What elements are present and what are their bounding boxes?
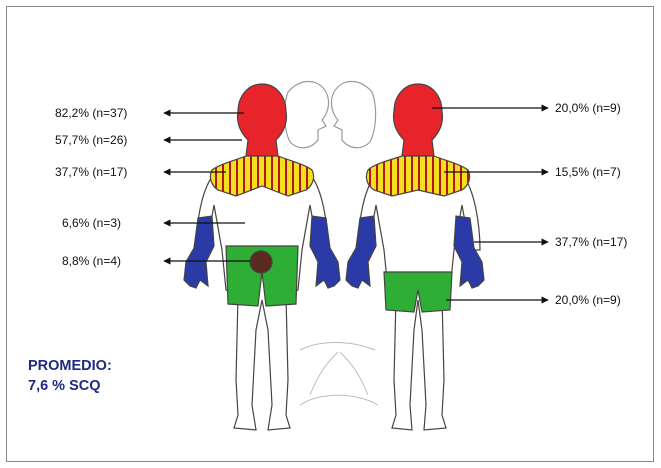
label-genital-front: 8,8% (n=4) <box>62 254 121 268</box>
back-right-hand-burn <box>454 216 484 288</box>
front-genital-burn <box>250 251 272 273</box>
front-left-hand-burn <box>184 216 214 288</box>
label-shoulders-front: 37,7% (n=17) <box>55 165 127 179</box>
label-head-back: 20,0% (n=9) <box>555 101 621 115</box>
front-right-hand-burn <box>310 216 340 288</box>
average-title: PROMEDIO: <box>28 358 112 374</box>
label-face-front: 57,7% (n=26) <box>55 133 127 147</box>
label-thighs-back: 20,0% (n=9) <box>555 293 621 307</box>
back-head-burn <box>393 84 442 156</box>
label-hands-back: 37,7% (n=17) <box>555 235 627 249</box>
back-left-hand-burn <box>346 216 376 288</box>
lower-sketch <box>300 343 378 406</box>
front-head-burn <box>237 84 286 156</box>
label-shoulders-back: 15,5% (n=7) <box>555 165 621 179</box>
average-value: 7,6 % SCQ <box>28 378 101 394</box>
back-shoulders-burn <box>366 156 469 196</box>
profile-faces <box>284 82 375 148</box>
label-trunk-front: 6,6% (n=3) <box>62 216 121 230</box>
back-thighs-burn <box>384 272 452 312</box>
label-head-front: 82,2% (n=37) <box>55 106 127 120</box>
